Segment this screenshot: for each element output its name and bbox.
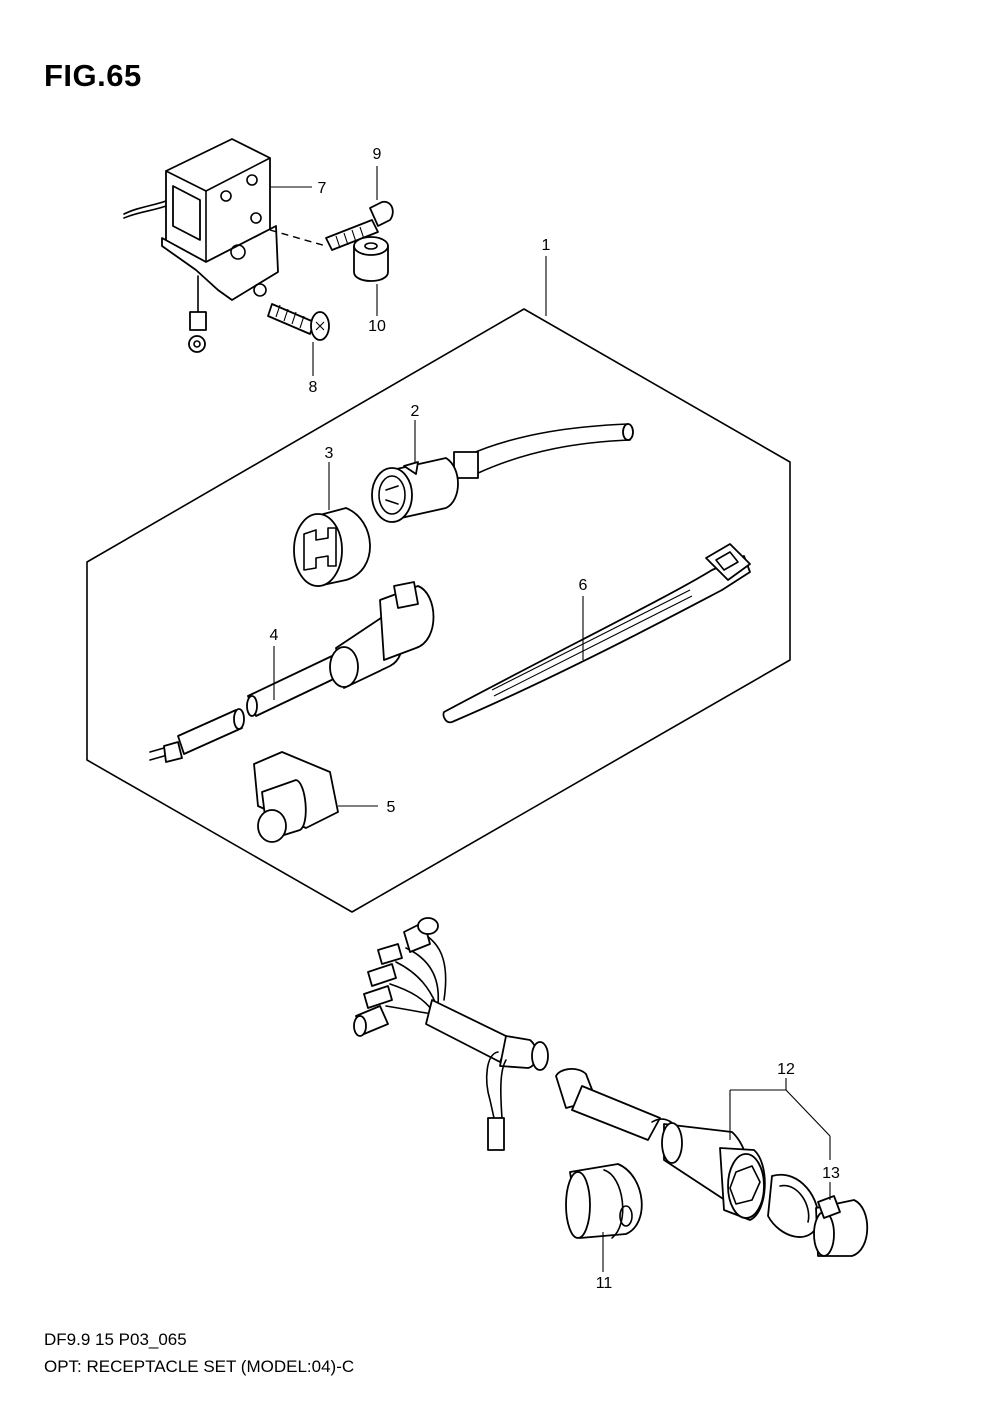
callout-1: 1: [542, 237, 551, 254]
callout-10: 10: [368, 318, 386, 335]
wire-part-4: [149, 581, 435, 763]
callout-2: 2: [411, 403, 420, 420]
callout-7: 7: [318, 180, 327, 197]
callout-9: 9: [373, 146, 382, 163]
wire-harness: [353, 917, 869, 1257]
collar-part-10: [353, 236, 389, 282]
callout-4: 4: [270, 627, 279, 644]
screw-part-9: [325, 200, 394, 251]
kit-outline-part-1: [86, 308, 791, 913]
drawing-description: OPT: RECEPTACLE SET (MODEL:04)-C: [44, 1357, 355, 1376]
callout-8: 8: [309, 379, 318, 396]
cable-tie-part-6: [442, 543, 751, 724]
bracket-part-7: [123, 138, 327, 353]
callout-6: 6: [579, 577, 588, 594]
figure-title: FIG.65: [44, 58, 142, 93]
screw-part-8: [267, 303, 330, 341]
callout-13: 13: [822, 1165, 840, 1182]
cap-part-3: [293, 507, 371, 587]
connector-part-2: [371, 423, 634, 523]
callout-11: 11: [596, 1275, 613, 1292]
callout-3: 3: [325, 445, 334, 462]
drawing-code: DF9.9 15 P03_065: [44, 1330, 187, 1349]
callout-labels: 1 2 3 4 5 6 7 8 9 10 11 12 13: [270, 146, 840, 1292]
leader-lines: [270, 166, 831, 1272]
callout-12: 12: [777, 1061, 795, 1078]
grommet-part-5: [253, 751, 339, 843]
callout-5: 5: [387, 799, 396, 816]
